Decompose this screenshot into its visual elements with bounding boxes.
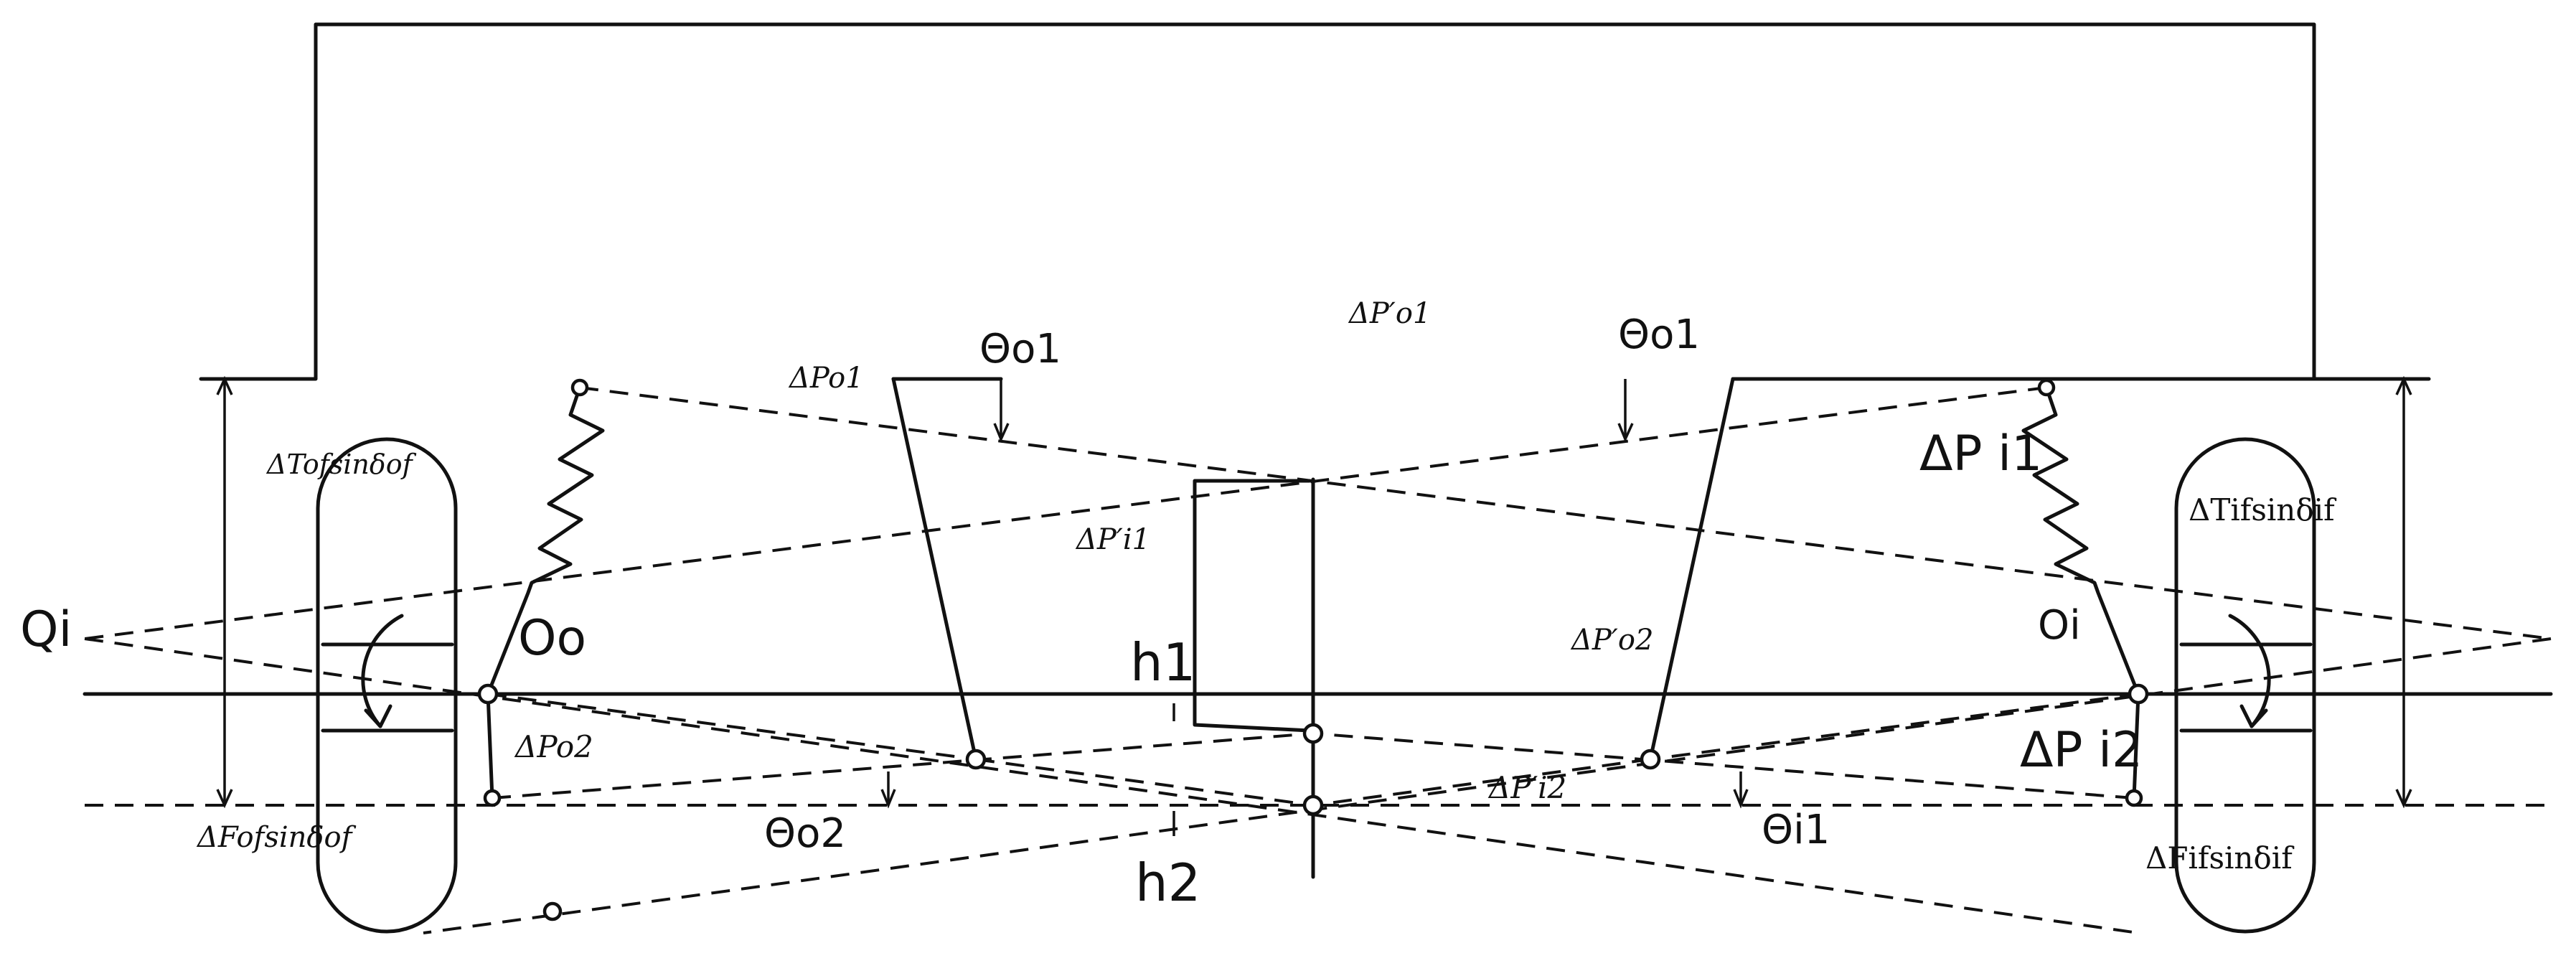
pivot-left-lower bbox=[542, 901, 563, 921]
left-wheel-torque-arc bbox=[361, 614, 404, 728]
pivot-right-arm-bottom bbox=[1640, 749, 1661, 770]
label-q-i: Qi bbox=[20, 601, 72, 658]
right-wheel-torque-arc bbox=[2228, 614, 2271, 728]
theta-i1-arrow bbox=[1733, 789, 1749, 809]
right-dimension-arrow-top bbox=[2395, 375, 2412, 395]
label-delta-p-i1: ΔP i1 bbox=[1919, 426, 2042, 482]
left-dimension-arrow-bottom bbox=[216, 789, 233, 809]
label-delta-f-ifsin: ΔFifsinδif bbox=[2145, 840, 2295, 876]
pivot-left-knuckle-top bbox=[477, 683, 499, 705]
label-o-i: Oi bbox=[2038, 602, 2081, 649]
label-delta-p-o2: ΔPo2 bbox=[514, 729, 593, 764]
label-delta-p-i2: ΔP i2 bbox=[2020, 722, 2143, 779]
theta-o2-arrow bbox=[880, 789, 896, 809]
left-dimension-arrow-top bbox=[216, 375, 233, 395]
right-control-arm bbox=[1648, 377, 1735, 761]
label-o-o: Oo bbox=[518, 610, 586, 667]
left-control-arm bbox=[891, 377, 978, 761]
dash-line-7 bbox=[492, 732, 1314, 799]
label-delta-p-prime-o2: ΔP′o2 bbox=[1570, 624, 1653, 657]
dash-line-5 bbox=[487, 693, 977, 761]
dash-line-6 bbox=[1650, 693, 2139, 761]
dash-line-4 bbox=[423, 637, 2552, 934]
label-delta-p-prime-i2: ΔP′i2 bbox=[1487, 770, 1566, 805]
pivot-left-arm-bottom bbox=[965, 749, 987, 770]
left-wheel-torque-arrow bbox=[364, 704, 392, 728]
label-theta-o1-right: Θo1 bbox=[1618, 311, 1700, 358]
dash-line-3 bbox=[84, 637, 2139, 934]
right-spring bbox=[2021, 385, 2140, 696]
label-h2: h2 bbox=[1135, 853, 1200, 913]
h1-bracket bbox=[1193, 479, 1312, 733]
left-wheel bbox=[316, 437, 458, 934]
label-delta-f-ofsin: ΔFofsinδof bbox=[196, 821, 357, 854]
label-delta-p-o1: ΔPo1 bbox=[788, 362, 864, 395]
pivot-center-upper bbox=[1302, 723, 1324, 744]
label-delta-p-prime-i1: ΔP′i1 bbox=[1075, 523, 1150, 556]
left-knuckle bbox=[486, 692, 494, 800]
pivot-right-knuckle-top bbox=[2128, 683, 2149, 705]
right-knuckle bbox=[2132, 692, 2140, 800]
label-delta-t-ifsin: ΔTifsinδif bbox=[2189, 492, 2337, 527]
dash-line-2 bbox=[84, 386, 2047, 640]
label-theta-i1: Θi1 bbox=[1762, 807, 1830, 853]
label-h1: h1 bbox=[1130, 632, 1195, 693]
pivot-left-knuckle-bottom bbox=[483, 789, 502, 807]
pivot-center-lower bbox=[1302, 794, 1324, 816]
label-theta-o2: Θo2 bbox=[764, 810, 846, 857]
right-dimension-arrow-bottom bbox=[2395, 789, 2412, 809]
dash-line-8 bbox=[1312, 732, 2135, 799]
pivot-right-knuckle-bottom bbox=[2125, 789, 2143, 807]
pivot-right-spring-top bbox=[2037, 378, 2056, 397]
vehicle-body-outline bbox=[199, 22, 2431, 381]
label-delta-t-ofsin: ΔTofsinδof bbox=[265, 449, 417, 480]
label-delta-p-prime-o1: ΔP′o1 bbox=[1348, 297, 1431, 330]
right-wheel bbox=[2174, 437, 2316, 934]
dash-line-9 bbox=[975, 758, 1314, 807]
theta-o1-left-arrow bbox=[993, 423, 1010, 443]
right-wheel-torque-arrow bbox=[2239, 704, 2268, 728]
left-spring bbox=[486, 385, 605, 696]
theta-o1-right-arrow bbox=[1617, 423, 1634, 443]
pivot-left-spring-top bbox=[570, 378, 589, 397]
dash-line-10 bbox=[1312, 758, 1651, 807]
label-theta-o1-left: Θo1 bbox=[979, 326, 1061, 372]
